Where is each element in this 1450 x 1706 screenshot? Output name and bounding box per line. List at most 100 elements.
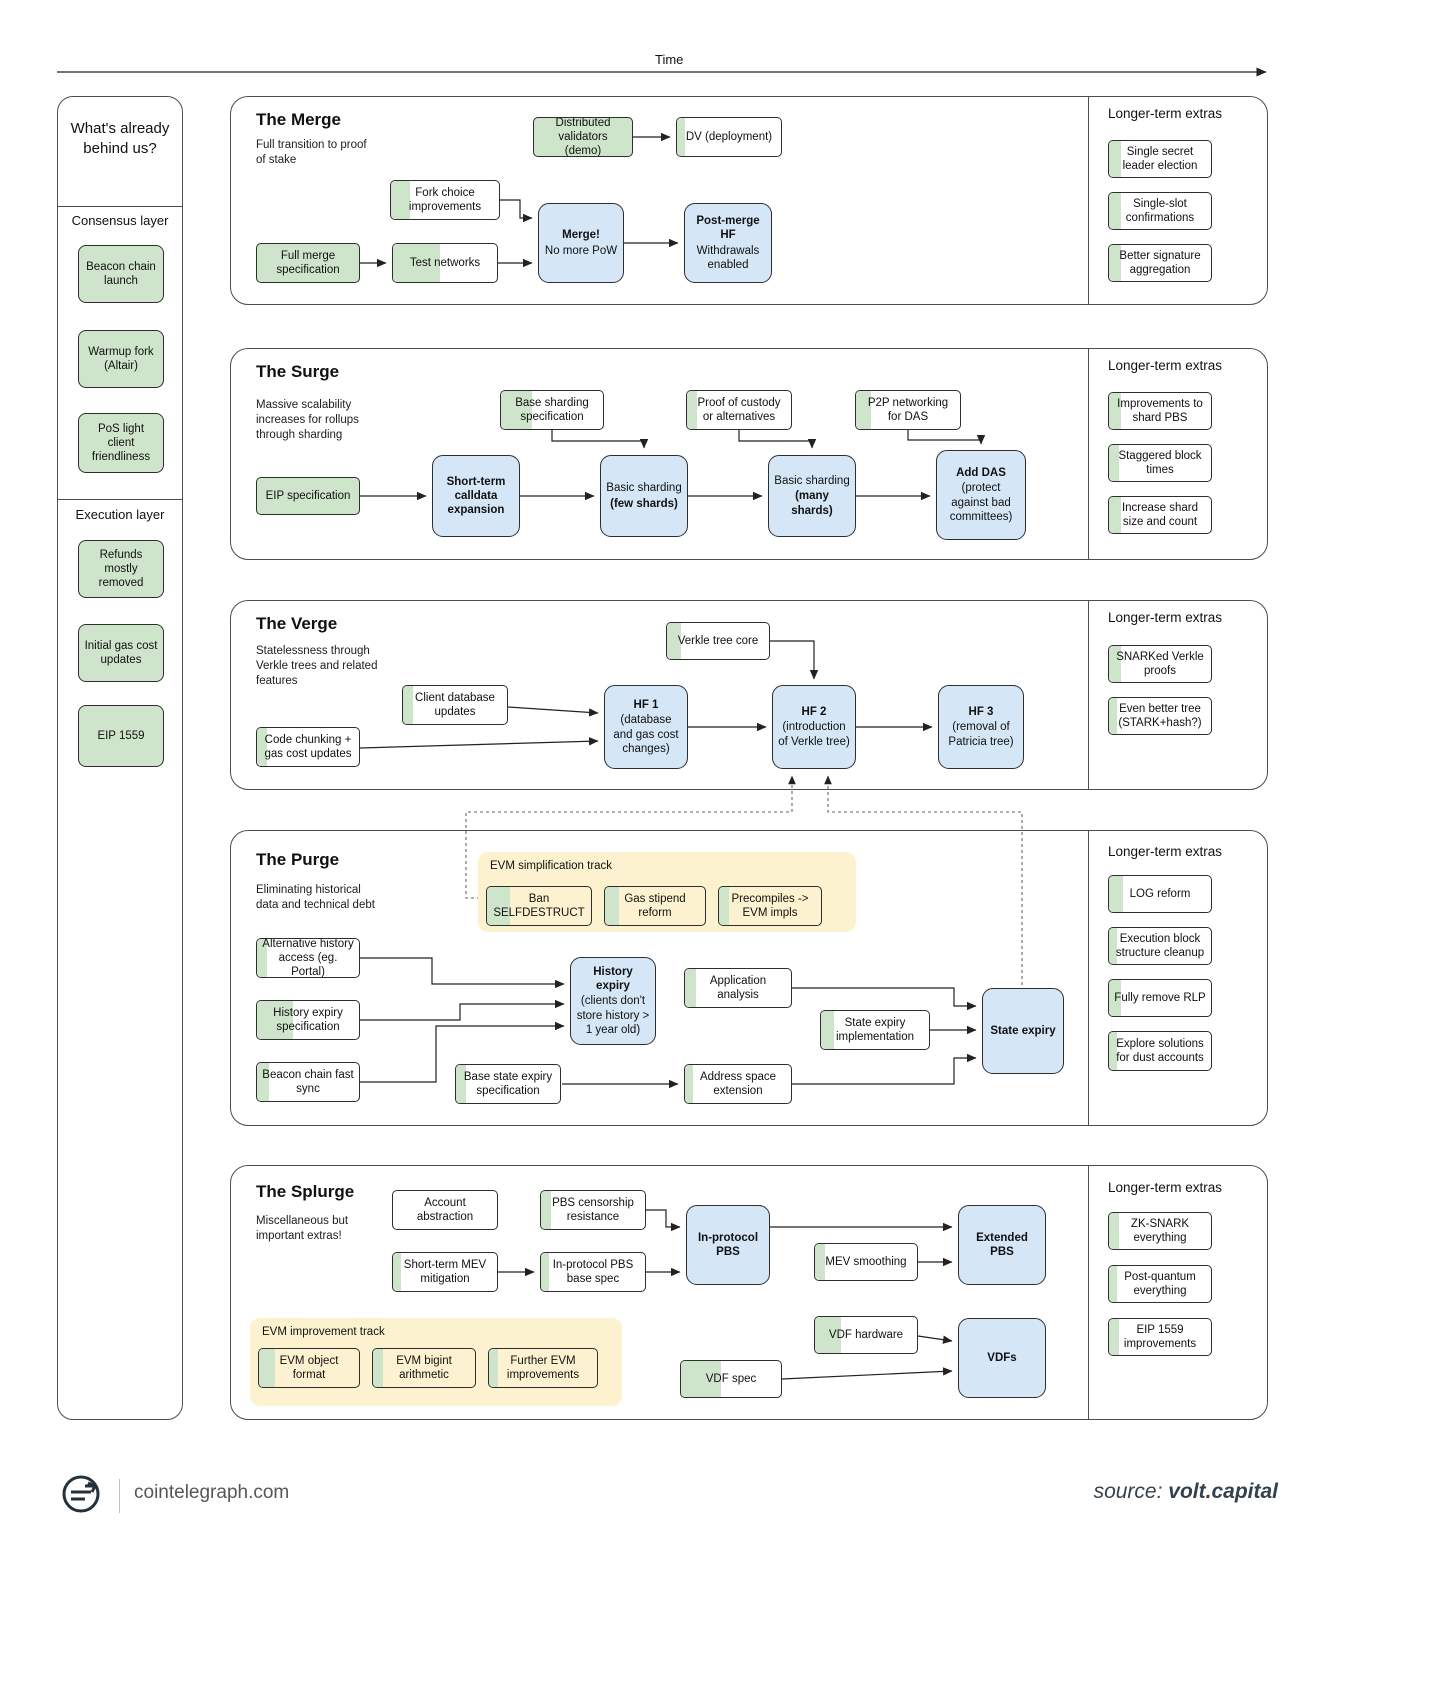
node-label-bold: (many shards) bbox=[791, 490, 833, 517]
node-verkle-tree-core: Verkle tree core bbox=[666, 622, 770, 660]
row-the-merge-extras-divider bbox=[1088, 96, 1089, 305]
footer-source: source: volt.capital bbox=[850, 1480, 1278, 1504]
sidebar-behind-us: What's already behind us? Consensus laye… bbox=[57, 96, 183, 1420]
node-label-text: (database and gas cost changes) bbox=[613, 714, 679, 755]
node-beacon-chain-fast-sync: Beacon chain fast sync bbox=[256, 1062, 360, 1102]
extras-title-splurge: Longer-term extras bbox=[1108, 1180, 1223, 1195]
node-address-space-extension: Address space extension bbox=[684, 1064, 792, 1104]
extra-zk-snark-everything: ZK-SNARK everything bbox=[1108, 1212, 1212, 1250]
node-precompiles-evm-impls: Precompiles -> EVM impls bbox=[718, 886, 822, 926]
row-title-surge: The Surge bbox=[256, 362, 340, 381]
node-fork-choice-improvements: Fork choice improvements bbox=[390, 180, 500, 220]
node-merge: Merge! No more PoW bbox=[538, 203, 624, 283]
row-the-verge-extras-divider bbox=[1088, 600, 1089, 790]
node-hf3: HF 3 (removal of Patricia tree) bbox=[938, 685, 1024, 769]
node-post-merge-hf: Post-merge HF Withdrawals enabled bbox=[684, 203, 772, 283]
extra-snarked-verkle-proofs: SNARKed Verkle proofs bbox=[1108, 645, 1212, 683]
extra-execution-block-structure-cleanup: Execution block structure cleanup bbox=[1108, 927, 1212, 965]
node-label-bold: HF 3 bbox=[968, 706, 994, 719]
node-short-term-mev-mitigation: Short-term MEV mitigation bbox=[392, 1252, 498, 1292]
footer-source-name: volt.capital bbox=[1168, 1480, 1278, 1503]
sidebar-divider bbox=[58, 499, 182, 500]
sidebar-section-execution: Execution layer bbox=[75, 507, 165, 522]
row-subtitle-merge: Full transition to proof of stake bbox=[256, 139, 367, 166]
extra-single-secret-leader-election: Single secret leader election bbox=[1108, 140, 1212, 178]
node-full-merge-specification: Full merge specification bbox=[256, 243, 360, 283]
node-label-text: Basic sharding bbox=[774, 475, 850, 488]
node-evm-bigint-arithmetic: EVM bigint arithmetic bbox=[372, 1348, 476, 1388]
row-subtitle-verge: Statelessness through Verkle trees and r… bbox=[256, 645, 378, 687]
node-state-expiry: State expiry bbox=[982, 988, 1064, 1074]
node-mev-smoothing: MEV smoothing bbox=[814, 1243, 918, 1281]
extra-log-reform: LOG reform bbox=[1108, 875, 1212, 913]
node-hf2: HF 2 (introduction of Verkle tree) bbox=[772, 685, 856, 769]
sidebar-section-consensus: Consensus layer bbox=[71, 213, 169, 228]
node-gas-stipend-reform: Gas stipend reform bbox=[604, 886, 706, 926]
sidebar-item-eip-1559: EIP 1559 bbox=[78, 705, 164, 767]
node-state-expiry-implementation: State expiry implementation bbox=[820, 1010, 930, 1050]
node-vdf-spec: VDF spec bbox=[680, 1360, 782, 1398]
node-short-term-calldata-expansion: Short-term calldata expansion bbox=[432, 455, 520, 537]
sidebar-item-pos-light-client: PoS light client friendliness bbox=[78, 413, 164, 473]
node-label-bold: Extended PBS bbox=[976, 1231, 1028, 1258]
row-the-surge bbox=[230, 348, 1268, 560]
evm-simplification-track-label: EVM simplification track bbox=[490, 860, 613, 872]
extra-single-slot-confirmations: Single-slot confirmations bbox=[1108, 192, 1212, 230]
node-label-bold: VDFs bbox=[987, 1351, 1017, 1364]
row-subtitle-purge: Eliminating historical data and technica… bbox=[256, 884, 375, 911]
extra-fully-remove-rlp: Fully remove RLP bbox=[1108, 979, 1212, 1017]
node-further-evm-improvements: Further EVM improvements bbox=[488, 1348, 598, 1388]
footer-divider bbox=[119, 1479, 120, 1513]
row-title-purge: The Purge bbox=[256, 850, 340, 869]
sidebar-item-beacon-chain-launch: Beacon chain launch bbox=[78, 245, 164, 303]
sidebar-title: What's already behind us? bbox=[70, 120, 170, 158]
node-label-text: Basic sharding bbox=[606, 482, 682, 495]
node-label-bold: In-protocol PBS bbox=[697, 1231, 759, 1258]
node-label-text: (introduction of Verkle tree) bbox=[778, 721, 850, 748]
sidebar-item-warmup-fork: Warmup fork (Altair) bbox=[78, 330, 164, 388]
node-label-text: (clients don't store history > 1 year ol… bbox=[576, 995, 650, 1036]
node-account-abstraction: Account abstraction bbox=[392, 1190, 498, 1230]
node-alternative-history-access: Alternative history access (eg. Portal) bbox=[256, 938, 360, 978]
extras-title-purge: Longer-term extras bbox=[1108, 844, 1223, 859]
node-test-networks: Test networks bbox=[392, 243, 498, 283]
row-the-surge-extras-divider bbox=[1088, 348, 1089, 560]
extra-increase-shard-size: Increase shard size and count bbox=[1108, 496, 1212, 534]
extra-even-better-tree: Even better tree (STARK+hash?) bbox=[1108, 697, 1212, 735]
row-title-verge: The Verge bbox=[256, 614, 338, 633]
row-subtitle-surge: Massive scalability increases for rollup… bbox=[256, 399, 359, 441]
node-in-protocol-pbs-base-spec: In-protocol PBS base spec bbox=[540, 1252, 646, 1292]
node-client-database-updates: Client database updates bbox=[402, 685, 508, 725]
sidebar-item-initial-gas-updates: Initial gas cost updates bbox=[78, 624, 164, 682]
node-label-text: (protect against bad committees) bbox=[949, 482, 1013, 523]
node-label-text: Withdrawals enabled bbox=[696, 244, 760, 271]
node-vdfs: VDFs bbox=[958, 1318, 1046, 1398]
row-the-purge-extras-divider bbox=[1088, 830, 1089, 1126]
node-ban-selfdestruct: Ban SELFDESTRUCT bbox=[486, 886, 592, 926]
node-label-bold: Short-term calldata expansion bbox=[446, 475, 506, 516]
node-label-text: (removal of Patricia tree) bbox=[948, 721, 1014, 748]
node-p2p-networking-das: P2P networking for DAS bbox=[855, 390, 961, 430]
extra-staggered-block-times: Staggered block times bbox=[1108, 444, 1212, 482]
extra-improvements-shard-pbs: Improvements to shard PBS bbox=[1108, 392, 1212, 430]
sidebar-item-refunds-removed: Refunds mostly removed bbox=[78, 540, 164, 598]
sidebar-divider bbox=[58, 206, 182, 207]
node-evm-object-format: EVM object format bbox=[258, 1348, 360, 1388]
node-basic-sharding-few: Basic sharding (few shards) bbox=[600, 455, 688, 537]
node-add-das: Add DAS (protect against bad committees) bbox=[936, 450, 1026, 540]
extra-explore-solutions-dust-accounts: Explore solutions for dust accounts bbox=[1108, 1031, 1212, 1071]
cointelegraph-logo bbox=[62, 1475, 100, 1513]
node-extended-pbs: Extended PBS bbox=[958, 1205, 1046, 1285]
row-title-merge: The Merge bbox=[256, 110, 342, 129]
node-basic-sharding-many: Basic sharding (many shards) bbox=[768, 455, 856, 537]
row-title-splurge: The Splurge bbox=[256, 1182, 355, 1201]
node-label-bold: Post-merge HF bbox=[696, 215, 760, 242]
extra-better-signature-aggregation: Better signature aggregation bbox=[1108, 244, 1212, 282]
footer-source-prefix: source: bbox=[1093, 1480, 1163, 1503]
row-subtitle-splurge: Miscellaneous but important extras! bbox=[256, 1215, 349, 1242]
node-base-state-expiry-spec: Base state expiry specification bbox=[455, 1064, 561, 1104]
node-pbs-censorship-resistance: PBS censorship resistance bbox=[540, 1190, 646, 1230]
node-label-bold: Merge! bbox=[562, 229, 600, 242]
row-the-splurge-extras-divider bbox=[1088, 1165, 1089, 1420]
